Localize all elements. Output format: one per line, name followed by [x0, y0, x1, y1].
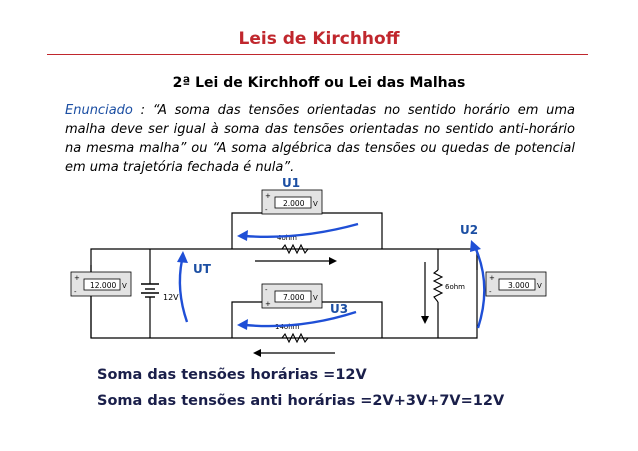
battery-label: 12V [163, 293, 179, 302]
arrow-ut [178, 259, 189, 323]
voltmeter-u3-plus: + [265, 300, 271, 308]
resistor-14ohm [281, 332, 309, 344]
resistor-14ohm-label: 14ohm [275, 323, 300, 331]
clockwise-sum: Soma das tensões horárias =12V [97, 367, 367, 383]
resistor-6ohm [432, 269, 444, 303]
statement-paragraph: Enunciado : “A soma das tensões orientad… [65, 101, 575, 177]
voltmeter-u1-minus: - [265, 206, 268, 214]
label-ut: UT [193, 262, 212, 276]
direction-arrows [253, 257, 429, 357]
voltmeter-left-plus: + [74, 274, 80, 282]
resistor-4ohm-label: 4ohm [277, 234, 297, 242]
slide-subtitle: 2ª Lei de Kirchhoff ou Lei das Malhas [172, 75, 466, 91]
statement-label: Enunciado [65, 103, 133, 118]
circuit-wires [90, 212, 478, 339]
arrow-u1 [244, 222, 359, 238]
voltmeter-left-minus: - [74, 288, 77, 296]
voltmeter-u3-value: 7.000 [283, 293, 305, 302]
resistor-4ohm [281, 243, 309, 255]
voltmeter-right-unit: V [537, 282, 542, 290]
counterclockwise-sum: Soma das tensões anti horárias =2V+3V+7V… [97, 393, 505, 409]
voltmeter-u3-minus: - [265, 286, 268, 294]
resistor-6ohm-label: 6ohm [445, 283, 465, 291]
voltmeter-left-value: 12.000 [90, 281, 116, 290]
voltmeter-right-plus: + [489, 274, 495, 282]
title-underline [47, 54, 588, 55]
voltmeter-left-unit: V [122, 282, 127, 290]
voltmeter-u1-value: 2.000 [283, 199, 305, 208]
voltmeter-u1: 2.000 V + - [261, 189, 323, 215]
voltage-arrows [177, 222, 486, 330]
voltmeter-right: 3.000 V + - [485, 271, 547, 297]
arrow-u3 [244, 310, 357, 328]
label-u3: U3 [330, 302, 348, 316]
battery-12v [141, 283, 159, 298]
label-u1: U1 [282, 176, 300, 190]
statement-text: “A soma das tensões orientadas no sentid… [65, 103, 575, 175]
voltmeter-right-minus: - [489, 288, 492, 296]
slide-title: Leis de Kirchhoff [238, 29, 400, 49]
voltmeter-u1-plus: + [265, 192, 271, 200]
label-u2: U2 [460, 223, 478, 237]
voltmeter-u3-unit: V [313, 294, 318, 302]
voltmeter-u1-unit: V [313, 200, 318, 208]
voltmeter-u3: 7.000 V - + [261, 283, 323, 309]
voltmeter-right-value: 3.000 [508, 281, 530, 290]
statement-separator: : [132, 103, 153, 118]
voltmeter-left: 12.000 V + - [70, 271, 132, 297]
arrow-u2 [473, 246, 486, 329]
